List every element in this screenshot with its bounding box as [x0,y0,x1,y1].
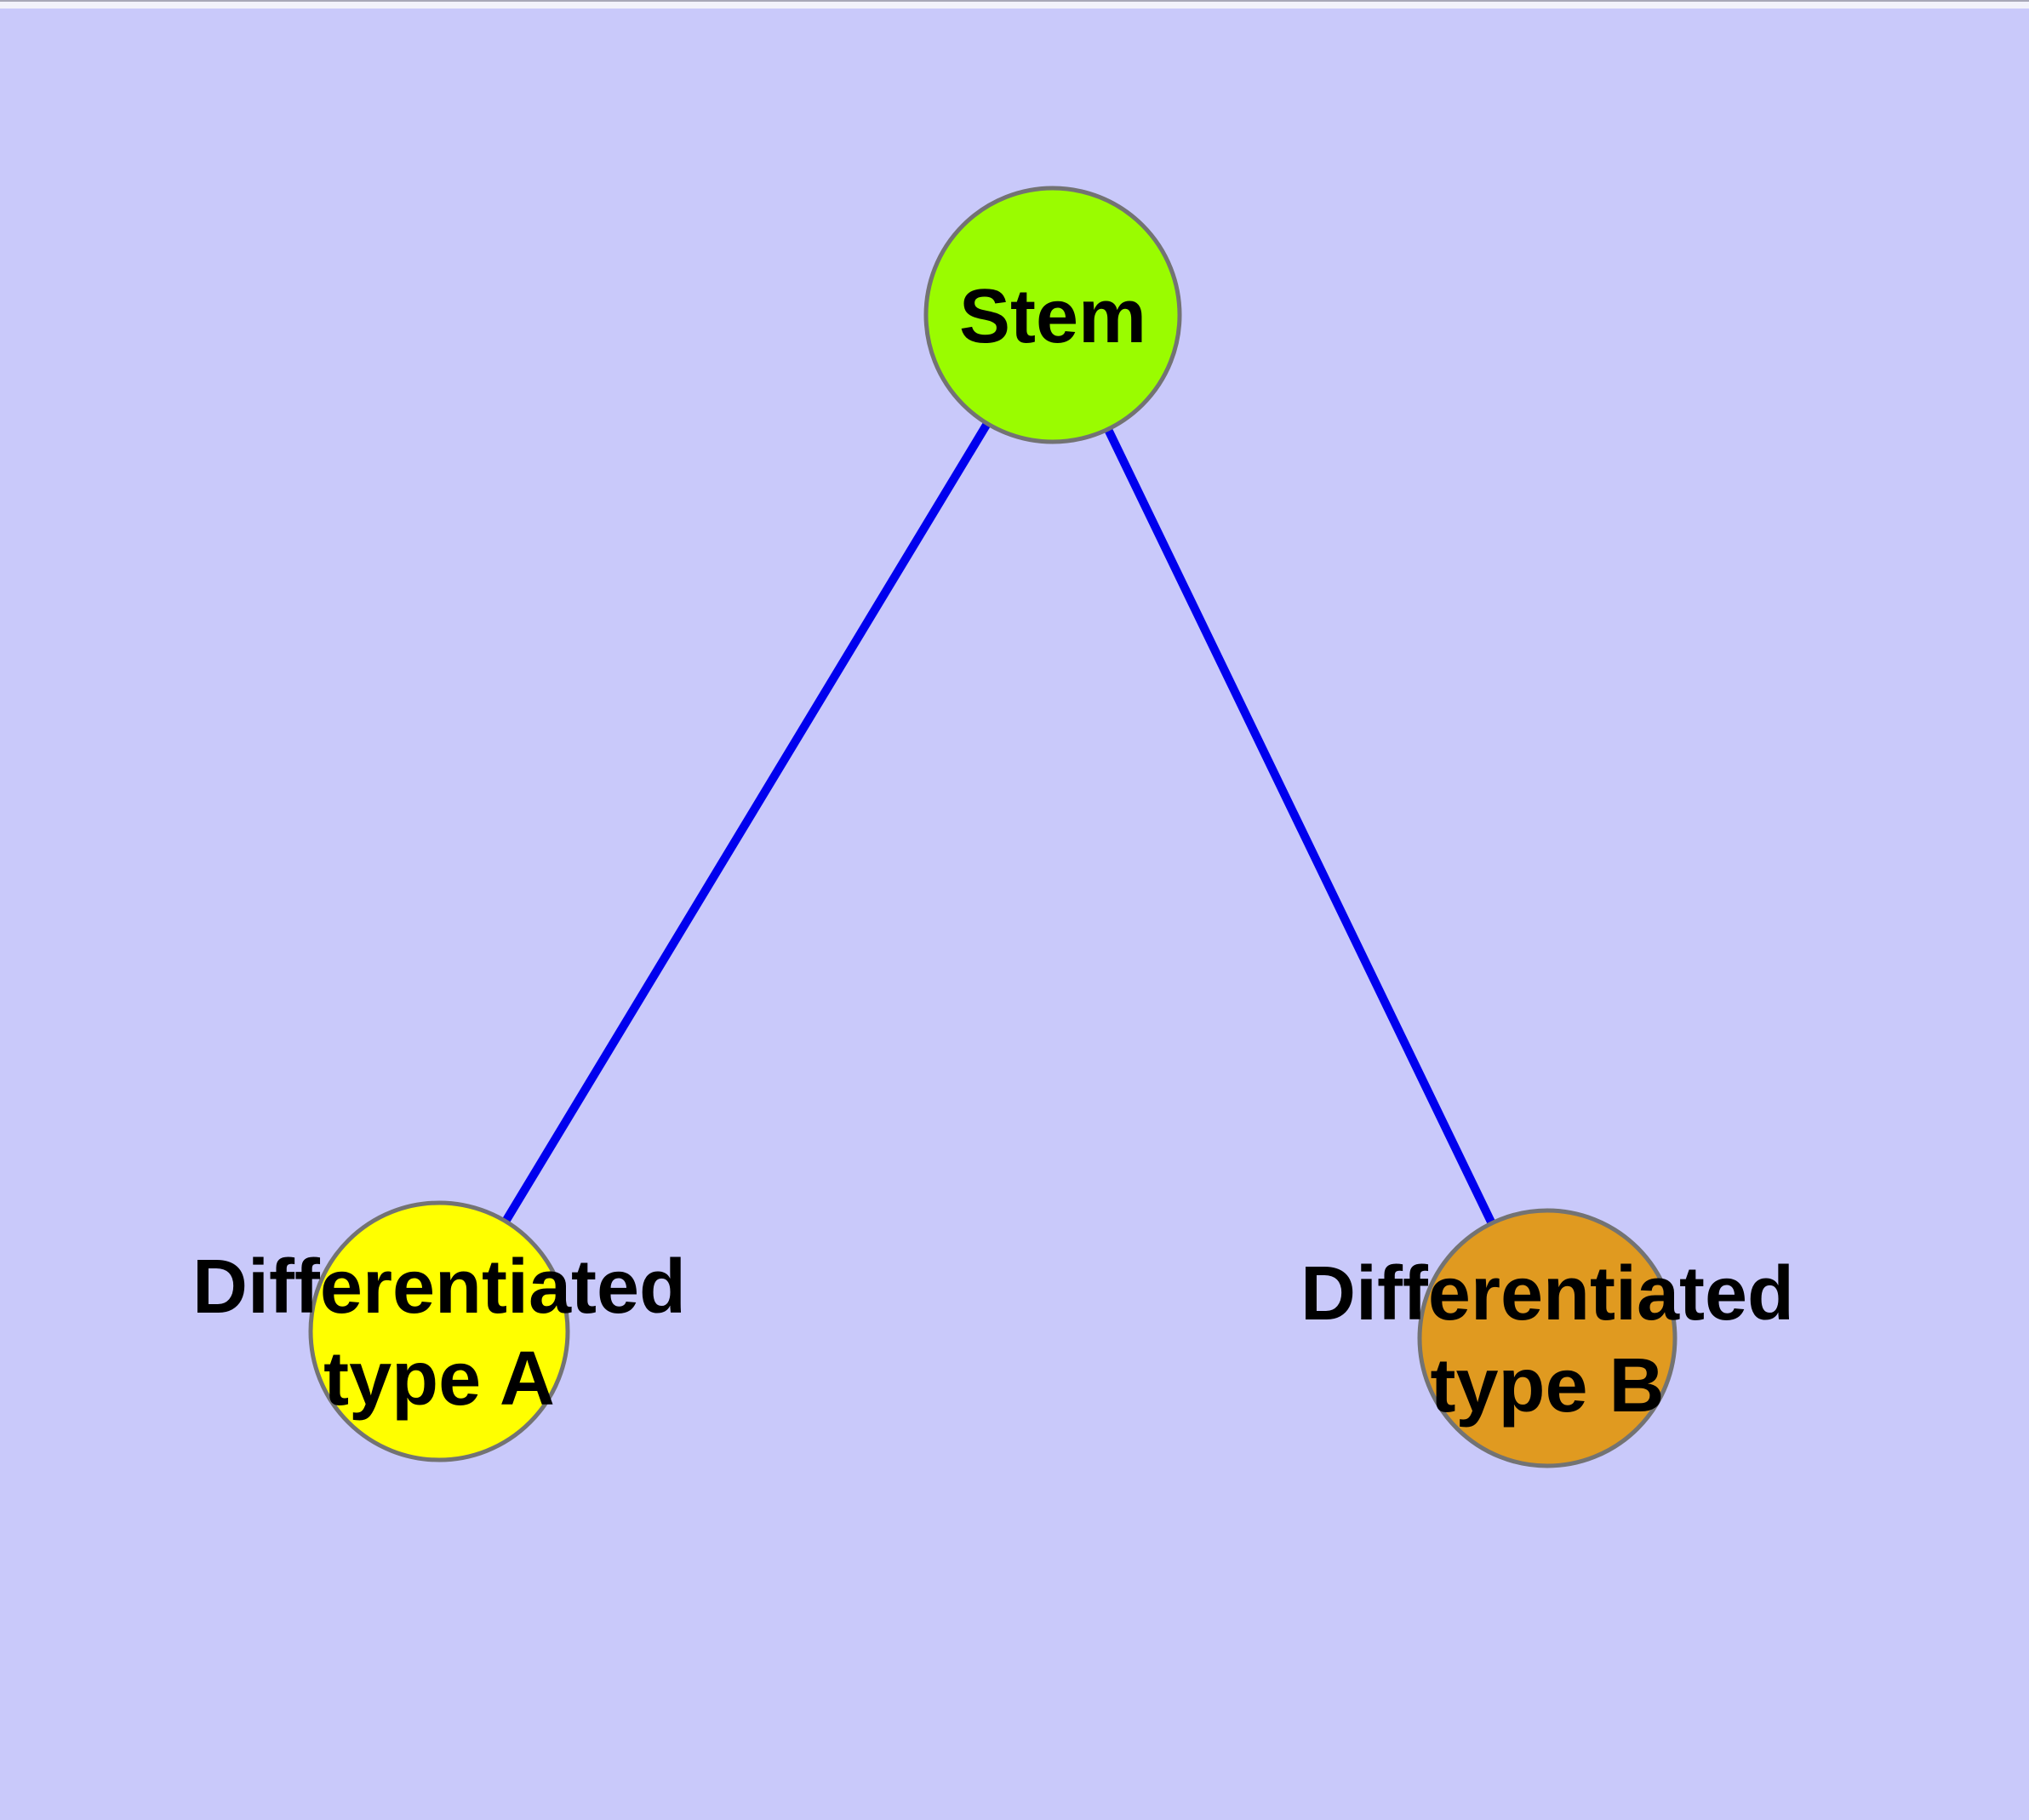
node-differentiated-type-b-circle [1417,1208,1677,1468]
edge-stem-to-differentiated-type-b [1049,312,1552,1341]
node-differentiated-type-b-label-line: type B [1430,1343,1664,1428]
node-differentiated-type-a-label-line: type A [323,1336,555,1422]
node-differentiated-type-a-circle [308,1200,570,1462]
node-stem-circle [923,186,1182,444]
window-top-strip [0,2,2029,9]
edge-stem-to-differentiated-type-a [435,312,1057,1334]
node-differentiated-type-a-label-line: Differentiated [192,1245,686,1330]
node-stem-label-line: Stem [959,274,1146,359]
window-top-edge [0,0,2029,2]
node-stem: Stem [923,186,1182,444]
node-differentiated-type-b-label-line: Differentiated [1300,1251,1794,1336]
node-stem-label: Stem [959,274,1146,359]
